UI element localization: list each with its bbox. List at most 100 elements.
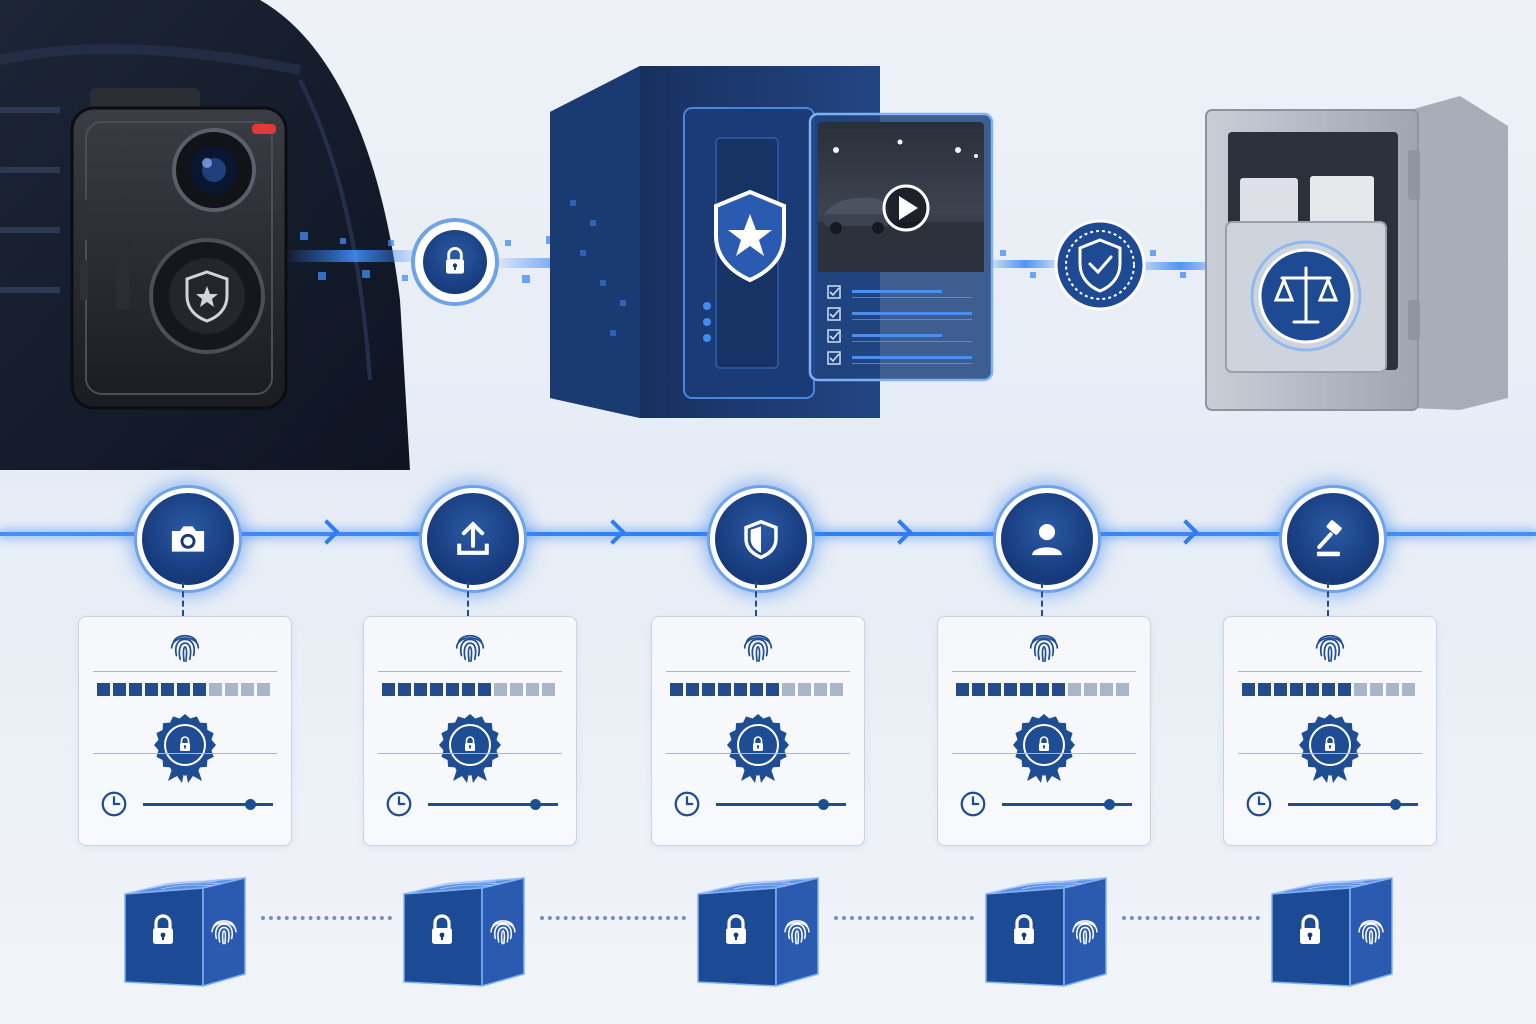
- play-icon: [882, 184, 930, 232]
- hash-segment: [478, 683, 491, 696]
- hash-segment: [1306, 683, 1319, 696]
- hash-segment: [1084, 683, 1097, 696]
- clock-icon: [1246, 791, 1272, 817]
- blockchain-block: [400, 874, 530, 994]
- chain-link: [1122, 916, 1260, 920]
- certified-lock-seal-icon: [1013, 714, 1075, 783]
- hash-segment: [113, 683, 126, 696]
- hash-segment: [670, 683, 683, 696]
- hash-segment: [1100, 683, 1113, 696]
- divider: [93, 671, 277, 672]
- hash-segment: [988, 683, 1001, 696]
- timestamp-slider: [1288, 799, 1418, 810]
- step-connector: [755, 582, 757, 616]
- secure-server: [550, 66, 880, 418]
- transfer-lock-node: [411, 218, 499, 306]
- step-connector: [182, 582, 184, 616]
- custody-record-card: [651, 616, 865, 846]
- shield-check-icon: [1078, 238, 1122, 293]
- divider: [666, 671, 850, 672]
- hash-segment: [956, 683, 969, 696]
- clock-icon: [960, 791, 986, 817]
- chevron-right-icon: [600, 519, 626, 545]
- hash-segment: [414, 683, 427, 696]
- hash-segment: [542, 683, 555, 696]
- hash-segment: [526, 683, 539, 696]
- hash-progress-bar: [1242, 683, 1415, 696]
- blockchain-block: [982, 874, 1112, 994]
- timestamp-slider-knob: [530, 799, 541, 810]
- step-node-secure: [710, 488, 812, 590]
- fingerprint-icon: [743, 634, 773, 663]
- custody-record-card: [78, 616, 292, 846]
- hash-segment: [972, 683, 985, 696]
- divider: [93, 753, 277, 754]
- evidence-safe: [1205, 96, 1508, 411]
- fingerprint-icon: [455, 634, 485, 663]
- divider: [1238, 753, 1422, 754]
- step-node-capture: [137, 488, 239, 590]
- timestamp-slider: [716, 799, 846, 810]
- hash-segment: [1274, 683, 1287, 696]
- checklist-row: [827, 307, 972, 321]
- hash-segment: [446, 683, 459, 696]
- hash-progress-bar: [382, 683, 555, 696]
- checklist-row: [827, 329, 972, 343]
- custody-record-card: [1223, 616, 1437, 846]
- step-node-court: [1282, 488, 1384, 590]
- hash-segment: [782, 683, 795, 696]
- hash-segment: [129, 683, 142, 696]
- hash-segment: [734, 683, 747, 696]
- chain-link: [261, 916, 392, 920]
- scales-of-justice-icon: [1273, 266, 1339, 324]
- hash-progress-bar: [670, 683, 843, 696]
- hash-segment: [1386, 683, 1399, 696]
- hash-segment: [1322, 683, 1335, 696]
- step-node-review: [996, 488, 1098, 590]
- certified-lock-seal-icon: [154, 714, 216, 783]
- hash-segment: [814, 683, 827, 696]
- top-scene: [0, 0, 1508, 470]
- timestamp-slider-knob: [245, 799, 256, 810]
- checklist-row: [827, 285, 972, 299]
- divider: [666, 753, 850, 754]
- chain-link: [540, 916, 686, 920]
- shield-star-icon: [185, 270, 229, 323]
- blockchain-block: [694, 874, 824, 994]
- shield-star-icon: [714, 189, 786, 283]
- shield-icon: [738, 516, 784, 562]
- step-connector: [1041, 582, 1043, 616]
- gavel-icon: [1310, 516, 1356, 562]
- clock-icon: [674, 791, 700, 817]
- hash-segment: [382, 683, 395, 696]
- hash-segment: [1338, 683, 1351, 696]
- hash-progress-bar: [956, 683, 1129, 696]
- divider: [952, 753, 1136, 754]
- hash-segment: [257, 683, 270, 696]
- chevron-right-icon: [1173, 519, 1199, 545]
- hash-segment: [1354, 683, 1367, 696]
- hash-segment: [161, 683, 174, 696]
- step-node-upload: [422, 488, 524, 590]
- timestamp-slider-knob: [1390, 799, 1401, 810]
- hash-segment: [718, 683, 731, 696]
- hash-segment: [209, 683, 222, 696]
- step-connector: [1327, 582, 1329, 616]
- divider: [1238, 671, 1422, 672]
- hash-segment: [702, 683, 715, 696]
- hash-segment: [1116, 683, 1129, 696]
- step-connector: [467, 582, 469, 616]
- hash-segment: [97, 683, 110, 696]
- chevron-right-icon: [887, 519, 913, 545]
- hash-segment: [1290, 683, 1303, 696]
- hash-segment: [1020, 683, 1033, 696]
- hash-segment: [145, 683, 158, 696]
- hash-segment: [798, 683, 811, 696]
- camera-icon: [165, 516, 211, 562]
- hash-segment: [193, 683, 206, 696]
- hash-segment: [225, 683, 238, 696]
- blockchain-block: [1268, 874, 1398, 994]
- certified-lock-seal-icon: [439, 714, 501, 783]
- hash-segment: [241, 683, 254, 696]
- user-icon: [1024, 516, 1070, 562]
